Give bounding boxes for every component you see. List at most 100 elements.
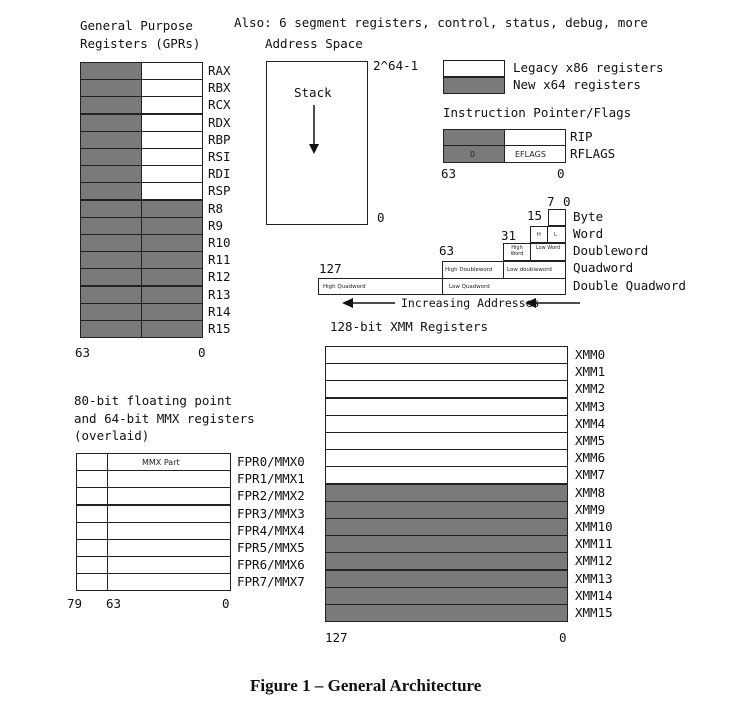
fpu-register-label: FPR5/MMX5 xyxy=(237,540,305,555)
address-space-bottom-label: 0 xyxy=(377,210,385,225)
xmm-register-label: XMM4 xyxy=(575,415,606,431)
xmm-register-label: XMM1 xyxy=(575,364,606,380)
gpr-register-label: RBX xyxy=(208,80,231,96)
gpr-register-label: RSI xyxy=(208,149,231,164)
rflags-label: RFLAGS xyxy=(570,146,616,161)
gpr-register-label: RAX xyxy=(208,63,231,78)
fpu-bit-0: 0 xyxy=(222,596,230,611)
rflags-zero-label: 0 xyxy=(470,150,476,159)
gpr-title-line1: General Purpose xyxy=(80,18,193,33)
fpu-register-label: FPR1/MMX1 xyxy=(237,471,305,487)
double-quadword-label: Double Quadword xyxy=(573,278,686,293)
xmm-register-label: XMM3 xyxy=(575,398,606,414)
xmm-register-label: XMM13 xyxy=(575,570,613,586)
gpr-register-label: R14 xyxy=(208,303,231,319)
legend-legacy-swatch xyxy=(443,60,505,77)
gpr-register-label: RDX xyxy=(208,114,231,130)
gpr-register-label: R10 xyxy=(208,235,231,250)
figure-caption: Figure 1 – General Architecture xyxy=(250,676,482,695)
address-space-box xyxy=(266,61,368,225)
ip-bit-high: 63 xyxy=(441,166,457,181)
high-word-label: High Word xyxy=(510,245,524,257)
bit-127-label: 127 xyxy=(319,261,342,276)
bit-31-label: 31 xyxy=(501,228,517,243)
doubleword-low-word: Low Word xyxy=(530,243,566,261)
fpu-register-label: FPR7/MMX7 xyxy=(237,574,305,590)
dqword-high-quadword: High Quadword xyxy=(318,278,443,295)
fpu-title-line3: (overlaid) xyxy=(74,428,150,443)
fpu-register-label: FPR2/MMX2 xyxy=(237,488,305,504)
gpr-title-line2: Registers (GPRs) xyxy=(80,36,201,51)
xmm-register-label: XMM9 xyxy=(575,501,606,517)
address-space-top-label: 2^64-1 xyxy=(373,58,419,73)
stack-arrow xyxy=(309,105,319,154)
bit-0-label: 0 xyxy=(563,194,571,209)
ip-bit-low: 0 xyxy=(557,166,565,181)
quadword-label: Quadword xyxy=(573,260,634,275)
gpr-register-label: RBP xyxy=(208,131,231,147)
eflags-box: EFLAGS xyxy=(504,145,566,163)
gpr-register-label: R9 xyxy=(208,217,224,233)
xmm-register-label: XMM6 xyxy=(575,450,606,466)
high-quadword-label: High Quadword xyxy=(323,284,366,290)
word-l-label: L xyxy=(554,232,557,238)
fpu-register-label: FPR4/MMX4 xyxy=(237,522,305,538)
gpr-register-label: RCX xyxy=(208,97,231,113)
xmm-register-label: XMM8 xyxy=(575,484,606,500)
xmm-register-label: XMM7 xyxy=(575,467,606,483)
address-space-title: Address Space xyxy=(265,36,363,51)
fpu-title-line2: and 64-bit MMX registers xyxy=(74,411,255,426)
gpr-register-label: RDI xyxy=(208,166,231,182)
word-label: Word xyxy=(573,226,604,241)
mmx-part-cell xyxy=(107,573,231,592)
increasing-addresses-right-arrow xyxy=(525,298,580,308)
eflags-label: EFLAGS xyxy=(515,150,546,159)
ip-flags-title: Instruction Pointer/Flags xyxy=(443,105,632,120)
word-low-byte: L xyxy=(547,226,566,243)
doubleword-label: Doubleword xyxy=(573,243,649,258)
xmm-bit-low: 0 xyxy=(559,630,567,645)
low-doubleword-label: Low doubleword xyxy=(507,267,552,273)
increasing-addresses-left-arrow xyxy=(342,298,395,308)
xmm-register-label: XMM11 xyxy=(575,536,613,552)
gpr-lower-half xyxy=(141,320,203,338)
xmm-register-bar xyxy=(325,604,568,622)
gpr-register-label: R15 xyxy=(208,321,231,336)
gpr-register-label: R8 xyxy=(208,200,224,216)
legend-new-swatch xyxy=(443,77,505,94)
gpr-bit-high: 63 xyxy=(75,345,91,360)
xmm-register-label: XMM10 xyxy=(575,519,613,534)
xmm-register-label: XMM14 xyxy=(575,587,613,603)
high-doubleword-label: High Doubleword xyxy=(445,267,493,273)
gpr-register-label: R12 xyxy=(208,269,231,285)
fpu-register-label: FPR0/MMX0 xyxy=(237,454,305,469)
bit-7-label: 7 xyxy=(547,194,555,209)
low-quadword-label: Low Quadword xyxy=(449,284,490,290)
byte-label: Byte xyxy=(573,209,604,224)
low-word-label: Low Word xyxy=(535,245,561,251)
gpr-register-label: R11 xyxy=(208,252,231,268)
fpu-bit-79: 79 xyxy=(67,596,83,611)
xmm-register-label: XMM0 xyxy=(575,347,606,362)
bit-63-label: 63 xyxy=(439,243,455,258)
mmx-part-label: MMX Part xyxy=(142,458,180,467)
xmm-register-label: XMM5 xyxy=(575,433,606,448)
gpr-register-label: RSP xyxy=(208,183,231,199)
xmm-bit-high: 127 xyxy=(325,630,348,645)
xmm-register-label: XMM12 xyxy=(575,553,613,569)
stack-label: Stack xyxy=(294,85,332,100)
rip-label: RIP xyxy=(570,129,593,144)
legend-new-label: New x64 registers xyxy=(513,77,641,92)
increasing-addresses-label: Increasing Addresses xyxy=(401,296,540,310)
gpr-bit-low: 0 xyxy=(198,345,206,360)
legend-legacy-label: Legacy x86 registers xyxy=(513,60,664,75)
also-note: Also: 6 segment registers, control, stat… xyxy=(234,15,648,30)
bit-15-label: 15 xyxy=(527,208,543,223)
byte-box xyxy=(548,209,566,226)
gpr-register-label: R13 xyxy=(208,286,231,302)
xmm-register-label: XMM2 xyxy=(575,381,606,397)
fpu-bit-63: 63 xyxy=(106,596,122,611)
fpu-title-line1: 80-bit floating point xyxy=(74,393,233,408)
xmm-title: 128-bit XMM Registers xyxy=(330,319,489,334)
